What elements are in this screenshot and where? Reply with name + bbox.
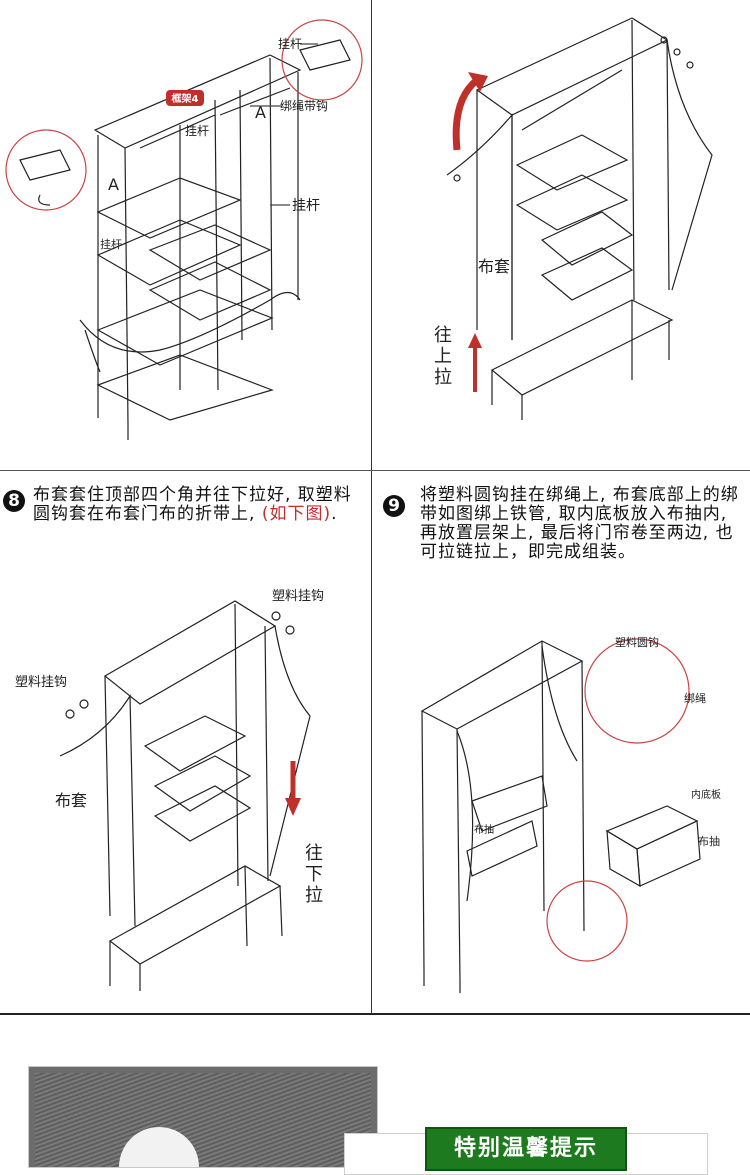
- step-9-text: 将塑料圆钩挂在绑绳上, 布套底部上的绑带如图绑上铁管, 取内底板放入布抽内, 再…: [420, 485, 739, 562]
- panel-step-8: 8 布套套住顶部四个角并往下拉好, 取塑料圆钩套在布套门布的折带上, (如下图)…: [0, 471, 371, 1013]
- panel-step-9: 9 将塑料圆钩挂在绑绳上, 布套底部上的绑带如图绑上铁管, 取内底板放入布抽内,…: [372, 471, 750, 1013]
- label-a-right: A: [255, 103, 266, 122]
- step-9-number: 9: [383, 495, 405, 517]
- label-hanging-rod-top: 挂杆: [278, 37, 302, 51]
- grid-vertical-divider: [371, 0, 372, 1013]
- label-hook-top: 塑料挂钩: [272, 589, 324, 604]
- cover-up-illustration: 布套: [446, 17, 713, 420]
- panel-cover-pull-up: 布套 往上拉: [372, 0, 750, 470]
- label-drawer-left: 布抽: [474, 823, 494, 836]
- grid-horizontal-divider-1: [0, 470, 750, 471]
- step-8-highlight: (如下图): [261, 504, 332, 524]
- label-hook-left: 塑料挂钩: [15, 675, 67, 690]
- label-round-hook: 塑料圆钩: [615, 635, 659, 649]
- label-pull-down: 往下拉: [305, 843, 323, 906]
- tips-title: 特别温馨提示: [425, 1127, 627, 1171]
- frame-illustration: 框架4 挂杆 A A 绑绳带钩 挂杆 挂杆 挂杆: [5, 19, 363, 440]
- label-pull-up: 往上拉: [434, 325, 452, 388]
- label-cover-8: 布套: [55, 791, 87, 810]
- pull-up-curve-arrow: [452, 77, 480, 151]
- label-rope: 绑绳: [684, 691, 706, 705]
- label-cover: 布套: [478, 257, 510, 276]
- photo-fabric-texture: [35, 1073, 371, 1167]
- product-photo: [28, 1066, 378, 1168]
- label-rod-right: 挂杆: [292, 198, 320, 214]
- panel-frame-assembly: 框架4 挂杆 A A 绑绳带钩 挂杆 挂杆 挂杆: [0, 0, 371, 470]
- label-rod-left: 挂杆: [100, 237, 122, 251]
- label-a-left: A: [108, 175, 119, 194]
- label-drawer: 布抽: [698, 834, 720, 848]
- step-8-tail: .: [331, 504, 338, 524]
- label-rod-mid: 挂杆: [185, 124, 209, 138]
- step-9-illustration: 塑料圆钩 绑绳 内底板 布抽 布抽: [420, 635, 721, 993]
- step-8-number: 8: [3, 490, 25, 512]
- step-8-text: 布套套住顶部四个角并往下拉好, 取塑料圆钩套在布套门布的折带上,: [33, 485, 352, 524]
- label-frame: 框架4: [172, 92, 199, 105]
- label-tie-hook: 绑绳带钩: [280, 99, 328, 113]
- step-8-illustration: 塑料挂钩 塑料挂钩 布套: [15, 589, 324, 991]
- grid-horizontal-divider-2: [0, 1013, 750, 1015]
- step-8-instructions: 布套套住顶部四个角并往下拉好, 取塑料圆钩套在布套门布的折带上, (如下图).: [33, 486, 359, 524]
- frame-badge: [166, 90, 204, 106]
- label-inner-board: 内底板: [691, 788, 721, 801]
